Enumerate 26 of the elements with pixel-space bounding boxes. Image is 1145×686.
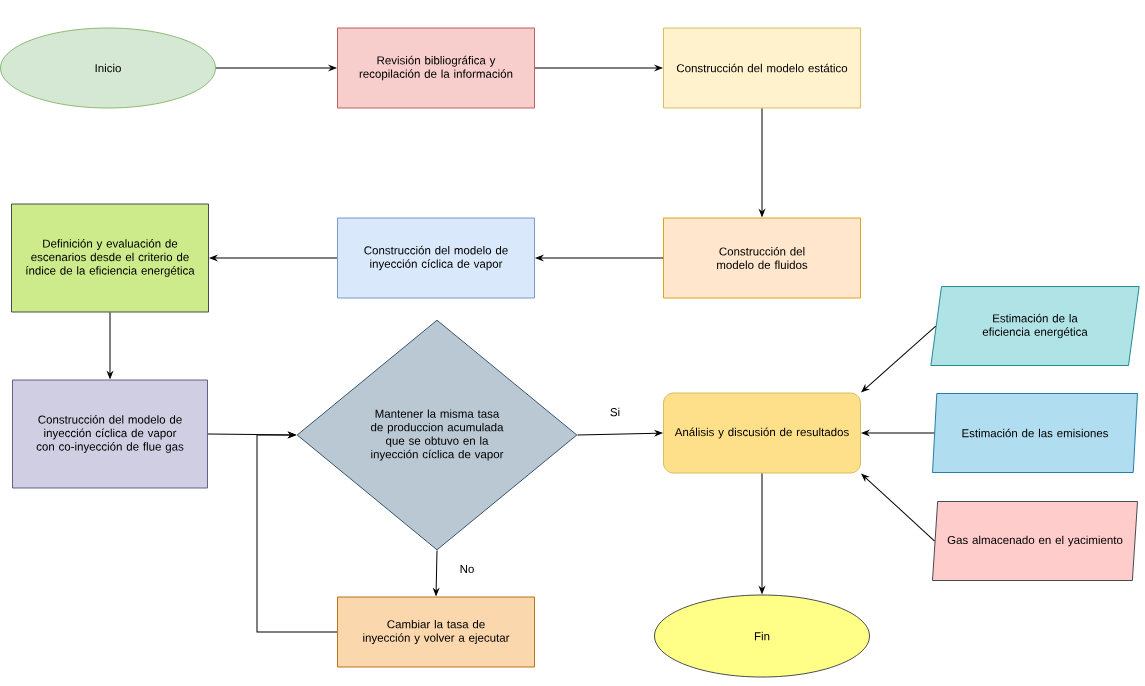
process-box: Análisis y discusión de resultados	[663, 392, 861, 474]
arrow	[534, 65, 663, 71]
arrow	[433, 549, 440, 596]
edge-label: Si	[608, 406, 622, 418]
arrow	[576, 430, 663, 437]
process-box: Cambiar la tasa de inyección y volver a ejecutar	[337, 596, 535, 668]
arrow	[535, 255, 664, 261]
process-box: Construcción del modelo de inyección cíclica de vapor con co-inyección de flue gas	[12, 379, 208, 489]
data-parallelogram: Estimación de las emisiones	[932, 393, 1138, 473]
process-box: Construcción del modelo de fluidos	[663, 217, 861, 299]
data-parallelogram: Gas almacenado en el yacimiento	[932, 501, 1138, 581]
arrow	[759, 472, 765, 594]
edge-label: No	[458, 564, 476, 574]
arrow	[256, 432, 338, 633]
arrow	[215, 65, 337, 71]
data-parallelogram: Estimación de la eficiencia energética	[930, 286, 1140, 366]
process-box: Revisión bibliográfica y recopilación de la información	[337, 27, 535, 109]
arrow	[759, 107, 765, 217]
arrow	[107, 311, 113, 379]
process-box: Construcción del modelo de inyección cíclica de vapor	[337, 217, 535, 299]
process-box: Construcción del modelo estático	[663, 27, 861, 109]
arrow	[209, 255, 338, 261]
process-box: Definición y evaluación de escenarios desde el criterio de índice de la eficiencia energética	[11, 203, 209, 313]
arrow	[861, 473, 936, 542]
arrow	[861, 430, 935, 436]
arrow	[861, 325, 937, 393]
